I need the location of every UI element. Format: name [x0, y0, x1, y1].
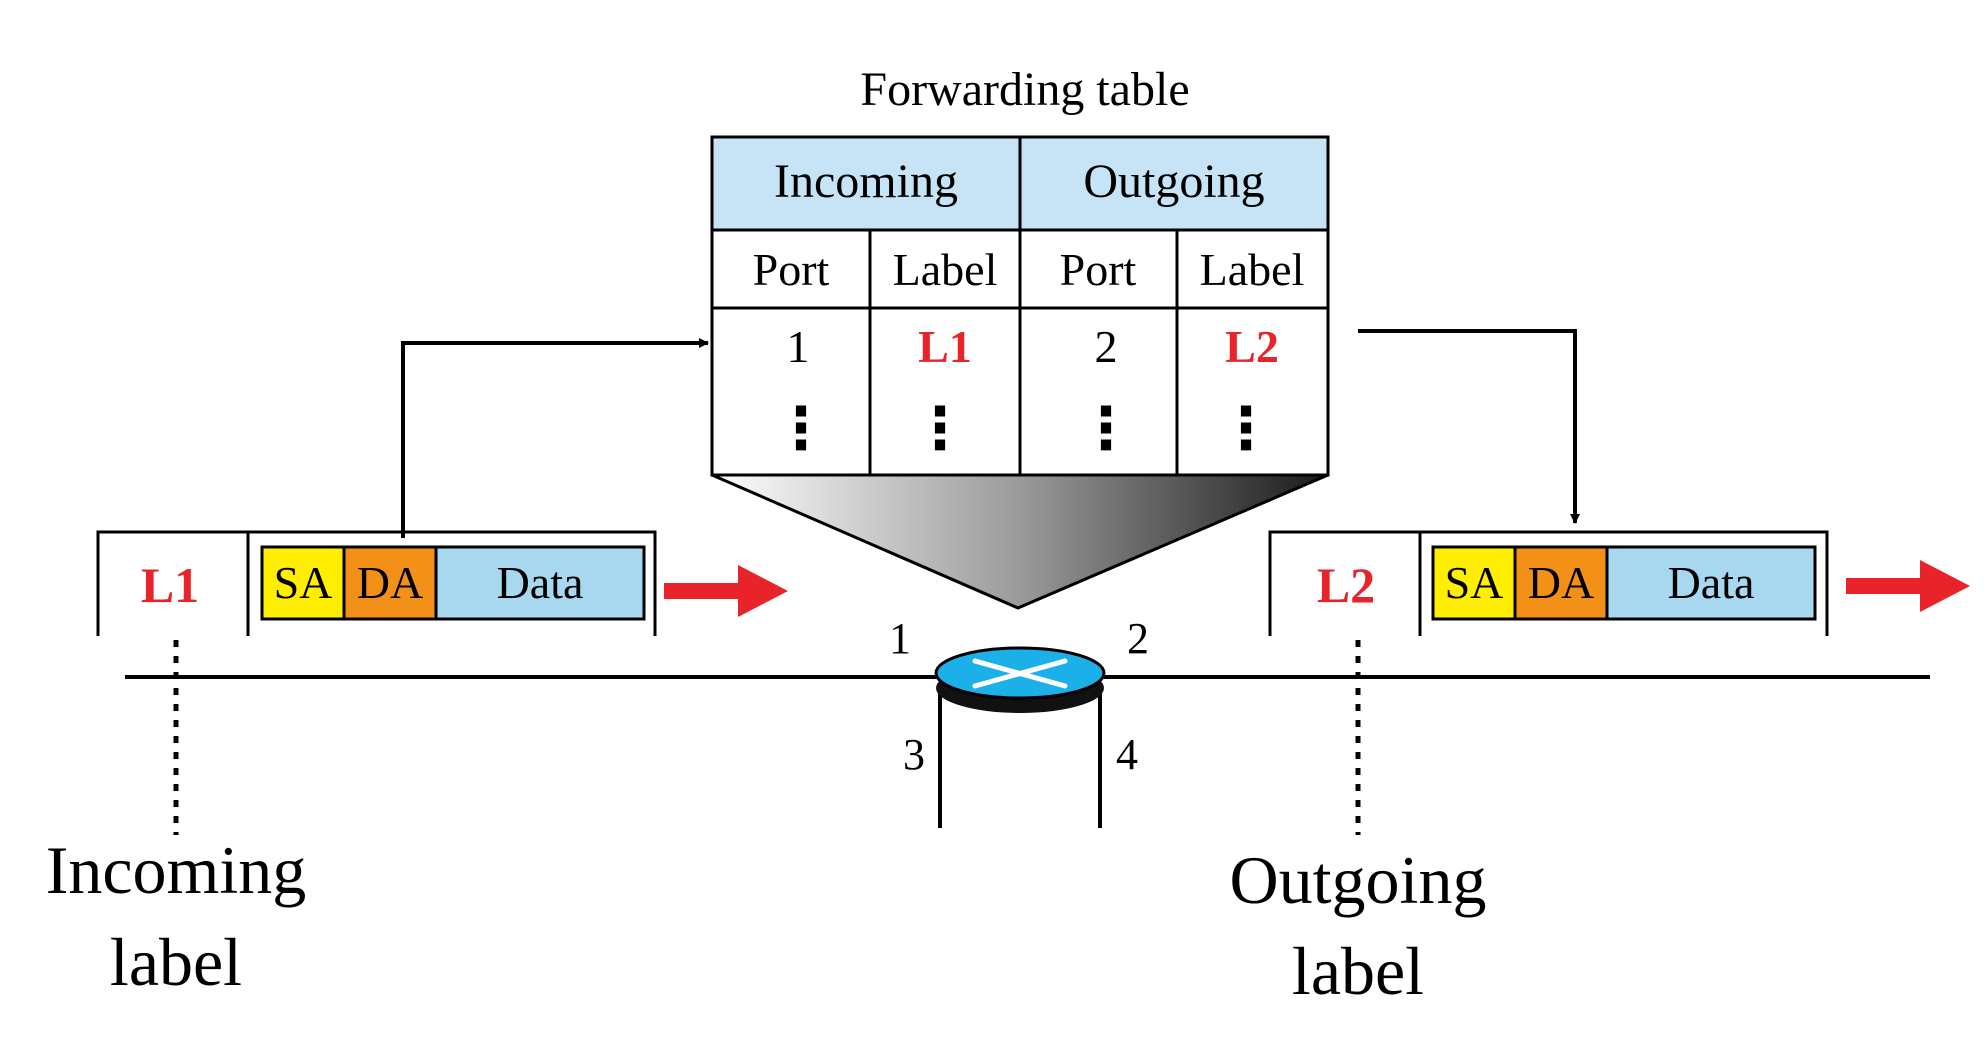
table-funnel: [711, 473, 1329, 610]
row-ellipsis: ⋮: [1077, 394, 1135, 462]
switch-port-1: 1: [889, 614, 911, 663]
outgoing-frame-outline: [1268, 530, 1829, 636]
outgoing-da-text: DA: [1528, 557, 1594, 608]
incoming-group-header: Incoming: [774, 155, 958, 208]
incoming-label-caption-line1: Incoming: [46, 832, 307, 908]
outgoing-frame: L2 SA DA Data: [1268, 530, 1829, 636]
incoming-data-field: [434, 545, 646, 621]
incoming-label-caption-line2: label: [110, 924, 242, 1000]
incoming-direction-arrow: [664, 565, 788, 617]
incoming-sa-text: SA: [274, 557, 333, 608]
outgoing-data-field: [1605, 545, 1817, 621]
switch-port-4: 4: [1116, 730, 1138, 779]
switch-port-2: 2: [1127, 614, 1149, 663]
outgoing-label: L2: [1317, 557, 1375, 613]
row-in-label: L1: [918, 321, 972, 372]
incoming-group-header-cell: [710, 135, 1022, 232]
row-out-label: L2: [1225, 321, 1279, 372]
incoming-frame-outline: [96, 530, 657, 636]
incoming-da-field: [342, 545, 438, 621]
outgoing-sa-text: SA: [1445, 557, 1504, 608]
switch-port-3: 3: [903, 730, 925, 779]
switch-cross-icon: [972, 658, 1068, 689]
row-ellipsis: ⋮: [1217, 394, 1275, 462]
column-header-in-label: Label: [893, 244, 998, 295]
incoming-sa-field: [260, 545, 346, 621]
outgoing-group-header-cell: [1018, 135, 1330, 232]
row-ellipsis: ⋮: [772, 394, 830, 462]
outgoing-label-caption-line1: Outgoing: [1230, 842, 1487, 918]
outgoing-sa-field: [1431, 545, 1517, 621]
row-in-port: 1: [787, 321, 810, 372]
column-header-in-port: Port: [753, 244, 830, 295]
incoming-da-text: DA: [357, 557, 423, 608]
relabel-arrow: [1358, 329, 1580, 524]
column-header-out-port: Port: [1060, 244, 1137, 295]
incoming-frame: L1 SA DA Data: [96, 530, 657, 636]
outgoing-label-caption-line2: label: [1292, 933, 1424, 1009]
column-header-out-label: Label: [1200, 244, 1305, 295]
outgoing-group-header: Outgoing: [1083, 155, 1264, 208]
forwarding-table-title: Forwarding table: [860, 63, 1189, 116]
forwarding-table: Forwarding table Incoming Outgoing Port …: [710, 63, 1330, 477]
row-out-port: 2: [1095, 321, 1118, 372]
incoming-label: L1: [141, 557, 199, 613]
outgoing-data-text: Data: [1668, 557, 1755, 608]
outgoing-direction-arrow: [1846, 560, 1970, 612]
incoming-data-text: Data: [497, 557, 584, 608]
label-switch: 1 2 3 4: [889, 614, 1149, 828]
lookup-arrow: [401, 338, 709, 538]
row-ellipsis: ⋮: [911, 394, 969, 462]
